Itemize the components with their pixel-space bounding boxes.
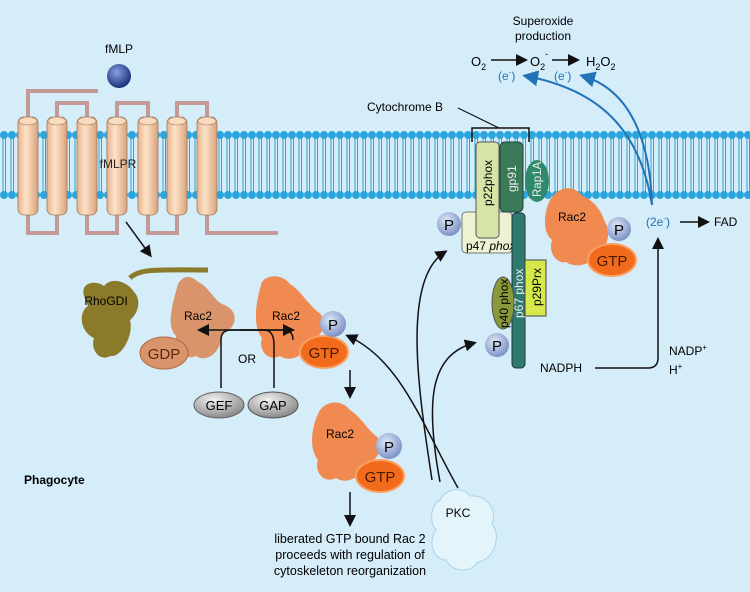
receptor-helix <box>17 116 39 216</box>
receptor-helix <box>46 116 68 216</box>
p29prx-label: p29Prx <box>530 268 544 306</box>
gef-protein <box>193 391 245 419</box>
phosphate-icon <box>437 212 461 236</box>
nadph-label: NADPH <box>540 361 582 375</box>
gtp-bubble <box>299 335 349 369</box>
receptor-helix <box>137 116 159 216</box>
phosphate-icon <box>607 217 631 241</box>
p47phox-label: p47 phox <box>466 239 516 253</box>
gp91-protein <box>499 141 524 213</box>
fmlp-label: fMLP <box>105 42 133 56</box>
gap-label: GAP <box>259 398 286 413</box>
fmlpr-label: fMLPR <box>100 157 137 171</box>
gtp-bubble <box>587 243 637 277</box>
rhogdi-label: RhoGDI <box>84 294 127 308</box>
receptor-helix-top <box>197 116 217 126</box>
outcome-text-line3: cytoskeleton reorganization <box>274 564 426 578</box>
gp91-label: gp91 <box>505 165 519 192</box>
superoxide-label: O2- <box>530 49 548 72</box>
phosphate-label: P <box>492 338 502 355</box>
h2o2-label: H2O2 <box>586 54 616 72</box>
p67phox-label: p67 phox <box>512 269 526 318</box>
rac2-membrane-protein <box>545 188 609 266</box>
rac2-label: Rac2 <box>184 309 212 323</box>
two-electron-label: (2e-) <box>646 214 670 229</box>
o2-label: O2 <box>471 54 486 72</box>
rap1a-label: Rap1A <box>532 162 544 197</box>
p22phox-label: p22phox <box>481 160 495 206</box>
pkc-label: PKC <box>446 506 471 520</box>
phosphate-label: P <box>614 222 624 239</box>
receptor-helix-top <box>47 116 67 126</box>
phosphate-icon <box>320 311 346 337</box>
p22phox-protein <box>475 141 500 239</box>
p40phox-protein <box>491 276 515 330</box>
outcome-text-line1: liberated GTP bound Rac 2 <box>274 532 425 546</box>
rac2-inactive-protein <box>170 277 235 359</box>
or-label: OR <box>238 352 256 366</box>
gtp-label: GTP <box>597 253 628 270</box>
rac2-label: Rac2 <box>558 210 586 224</box>
phosphate-icon <box>485 333 509 357</box>
receptor-helix-top <box>167 116 187 126</box>
gtp-label: GTP <box>309 345 340 362</box>
fad-label: FAD <box>714 215 738 229</box>
phosphate-label: P <box>444 217 454 234</box>
p29prx-protein <box>524 259 547 317</box>
receptor-helix-top <box>18 116 38 126</box>
gdp-label: GDP <box>148 346 181 363</box>
title-line2: production <box>515 29 571 43</box>
rac2-label: Rac2 <box>326 427 354 441</box>
receptor-helix <box>76 116 98 216</box>
pkc-protein <box>431 489 497 571</box>
receptor-helices <box>17 116 218 216</box>
electron-label-2: (e-) <box>554 68 571 83</box>
receptor-helix-top <box>138 116 158 126</box>
gdp-bubble <box>139 336 189 370</box>
electron-label-1: (e-) <box>498 68 515 83</box>
phagocyte-label: Phagocyte <box>24 473 85 487</box>
rhogdi-protein <box>81 280 139 358</box>
outcome-text-line2: proceeds with regulation of <box>275 548 425 562</box>
gap-protein <box>247 391 299 419</box>
receptor-helix <box>166 116 188 216</box>
fmlp-ligand-icon <box>107 64 131 88</box>
receptor-helix-top <box>107 116 127 126</box>
cytochrome-b-label: Cytochrome B <box>367 100 443 114</box>
receptor-helix <box>196 116 218 216</box>
gtp-bubble <box>355 459 405 493</box>
cytochrome-b-bracket <box>471 127 530 142</box>
rac2-liberated-protein <box>312 402 381 481</box>
phosphate-label: P <box>328 317 338 334</box>
receptor-helix-top <box>77 116 97 126</box>
phosphate-icon <box>376 433 402 459</box>
phosphate-label: P <box>384 439 394 456</box>
nadp-label: NADP+ <box>669 343 707 358</box>
title-line1: Superoxide <box>513 14 574 28</box>
rac2-label: Rac2 <box>272 309 300 323</box>
p40phox-label: p40 phox <box>497 279 511 328</box>
rap1a-protein <box>525 160 549 202</box>
gtp-label: GTP <box>365 469 396 486</box>
fmlp-receptor <box>26 89 278 235</box>
gef-label: GEF <box>206 398 233 413</box>
h-plus-label: H+ <box>669 362 683 377</box>
